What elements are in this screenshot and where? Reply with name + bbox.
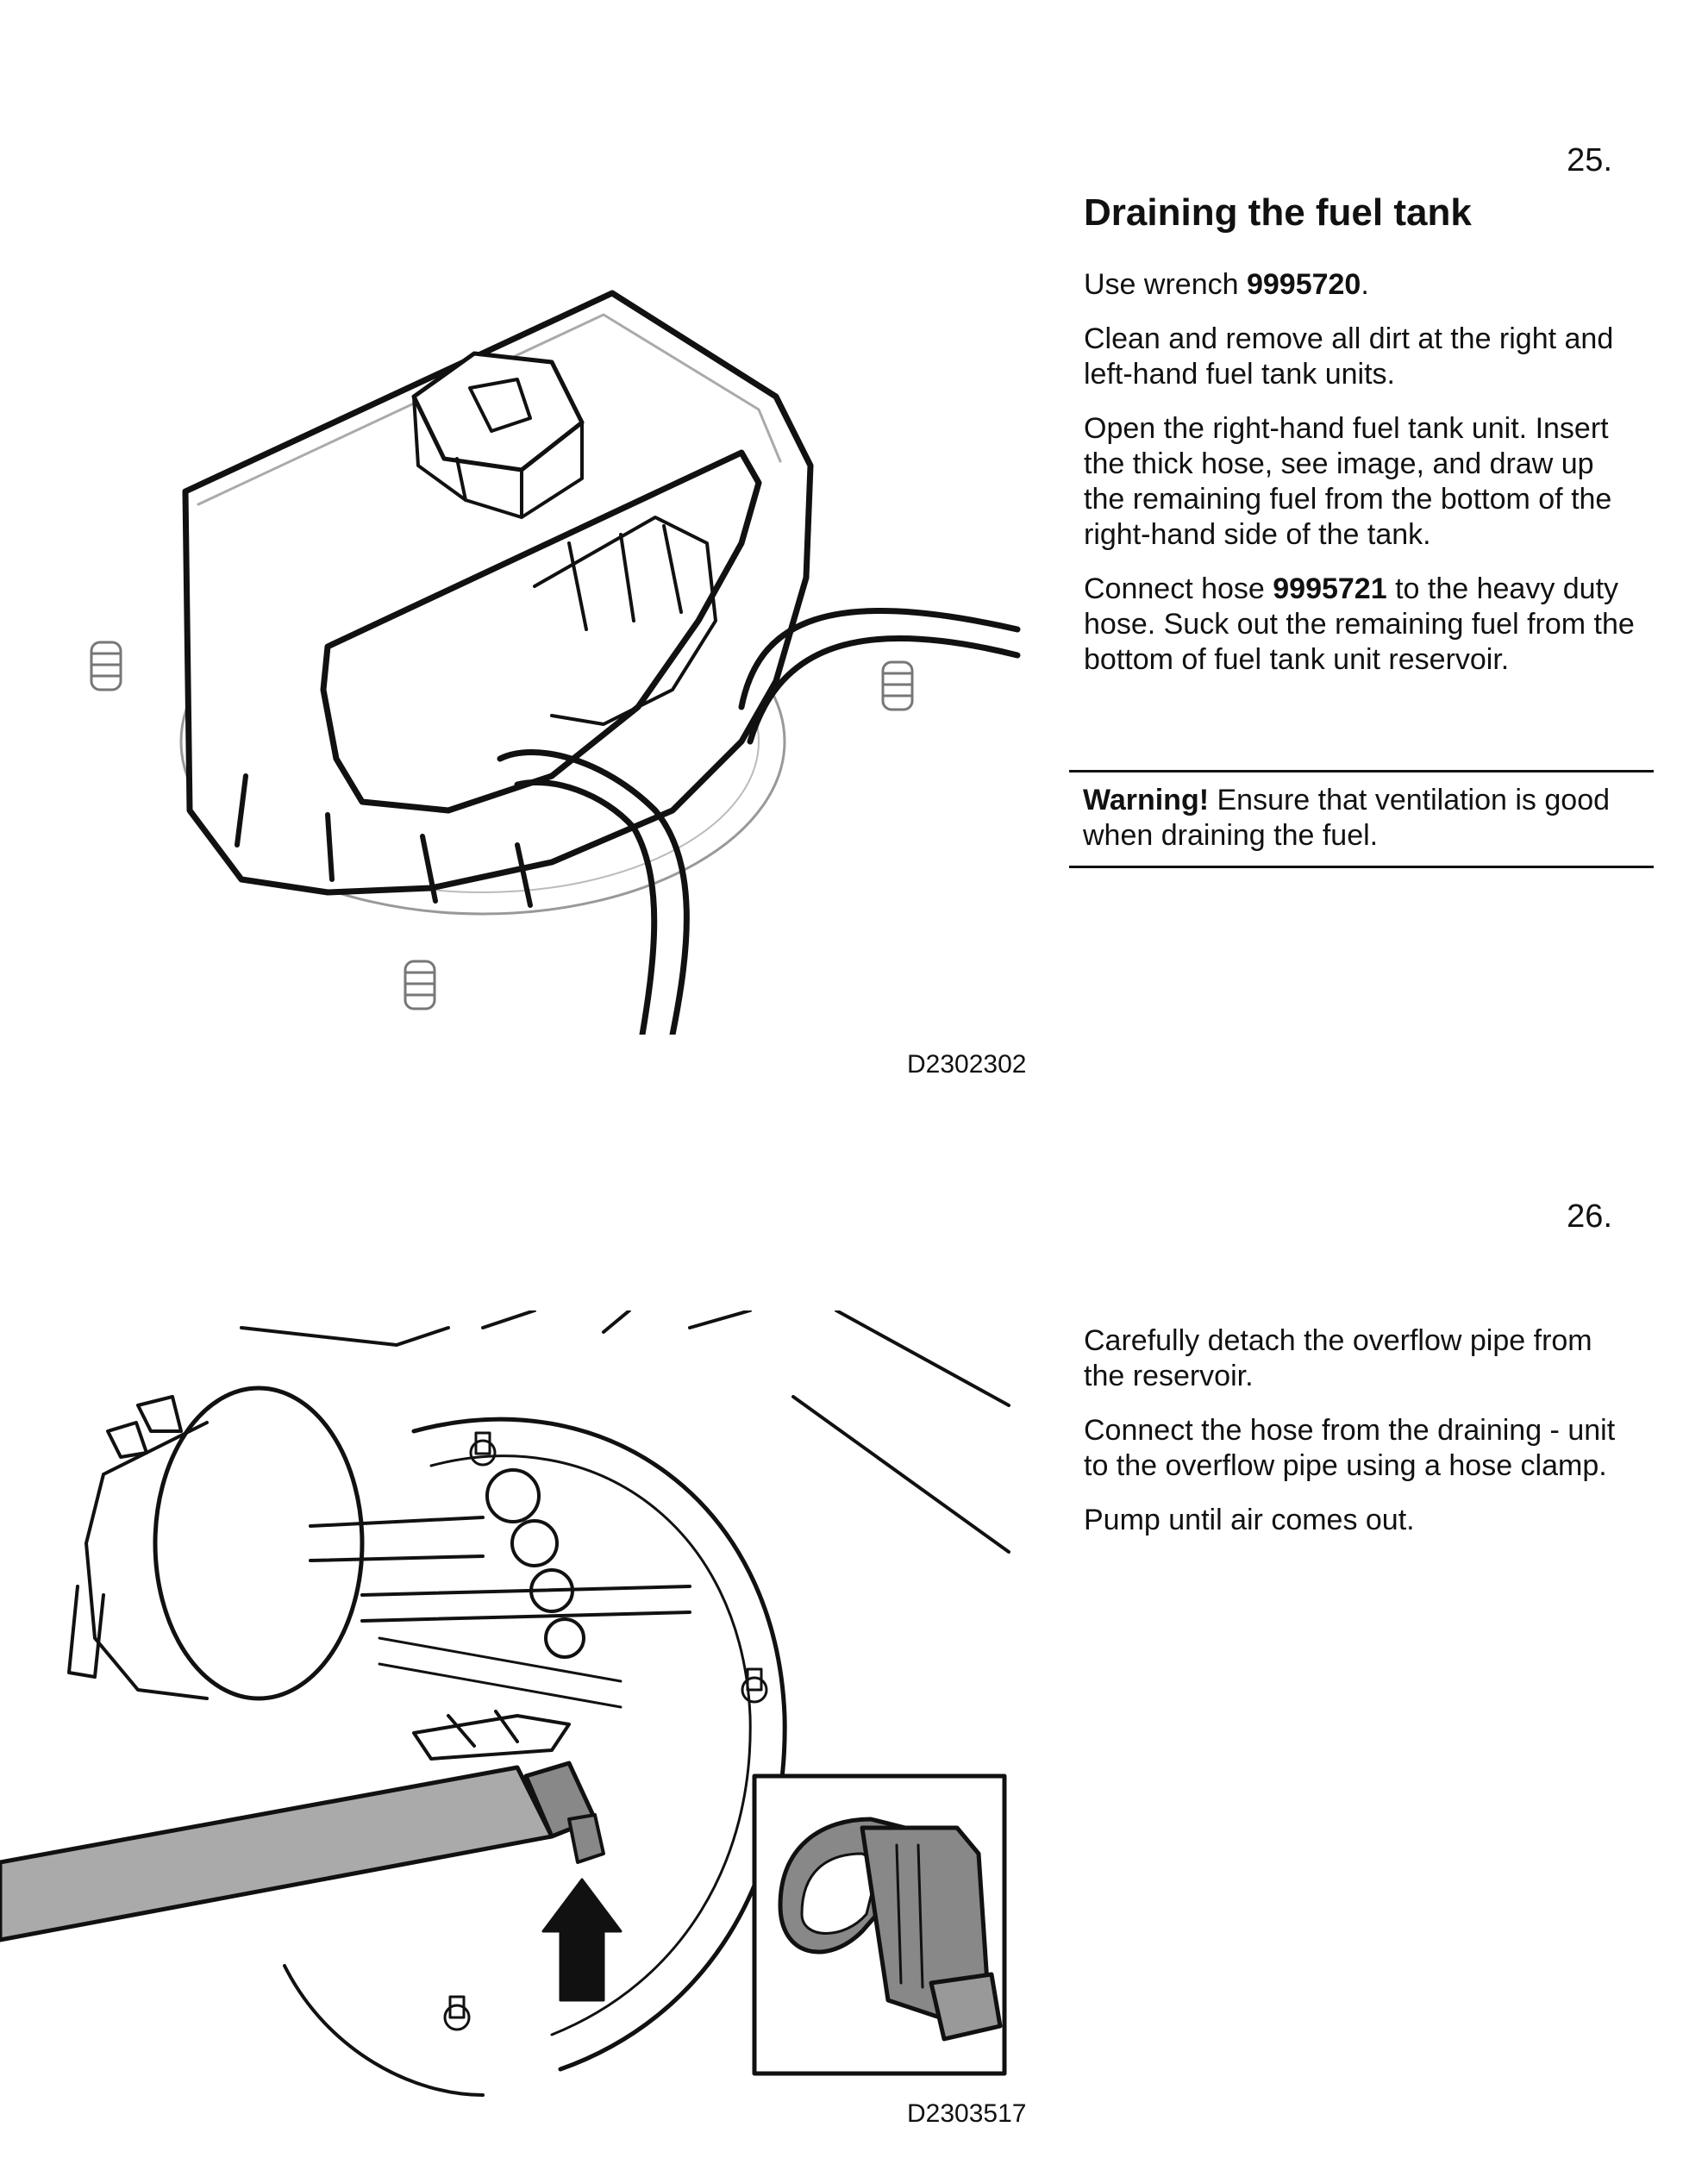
warning-box: Warning! Ensure that ventilation is good…	[1069, 770, 1654, 868]
warning-label: Warning!	[1083, 784, 1210, 816]
fuel-tank-wrench-illustration	[0, 259, 1035, 1035]
section-heading: Draining the fuel tank	[1084, 191, 1472, 234]
hose-part-number: 9995721	[1273, 572, 1387, 605]
wrench-part-number: 9995720	[1246, 268, 1361, 301]
step-26-text: Carefully detach the overflow pipe from …	[1084, 1323, 1636, 1557]
step-25-paragraph-4: Connect hose 9995721 to the heavy duty h…	[1084, 572, 1635, 676]
step-25-text: Use wrench 9995720. Clean and remove all…	[1084, 267, 1636, 697]
warning-text: Ensure that ventilation is good when dra…	[1083, 784, 1611, 852]
step-25-paragraph-3: Open the right-hand fuel tank unit. Inse…	[1084, 412, 1612, 551]
step-25-paragraph-2: Clean and remove all dirt at the right a…	[1084, 322, 1614, 391]
step-26-paragraph-3: Pump until air comes out.	[1084, 1504, 1415, 1536]
step-26-paragraph-2: Connect the hose from the draining - uni…	[1084, 1414, 1616, 1482]
step-26-paragraph-1: Carefully detach the overflow pipe from …	[1084, 1324, 1592, 1392]
overflow-pipe-illustration	[0, 1310, 1035, 2104]
figure-code-26: D2303517	[907, 2099, 1027, 2128]
figure-code-25: D2302302	[907, 1050, 1027, 1079]
step-number-26: 26.	[1567, 1198, 1612, 1235]
step-number-25: 25.	[1567, 142, 1612, 178]
step-25-paragraph-1: Use wrench 9995720.	[1084, 268, 1369, 301]
